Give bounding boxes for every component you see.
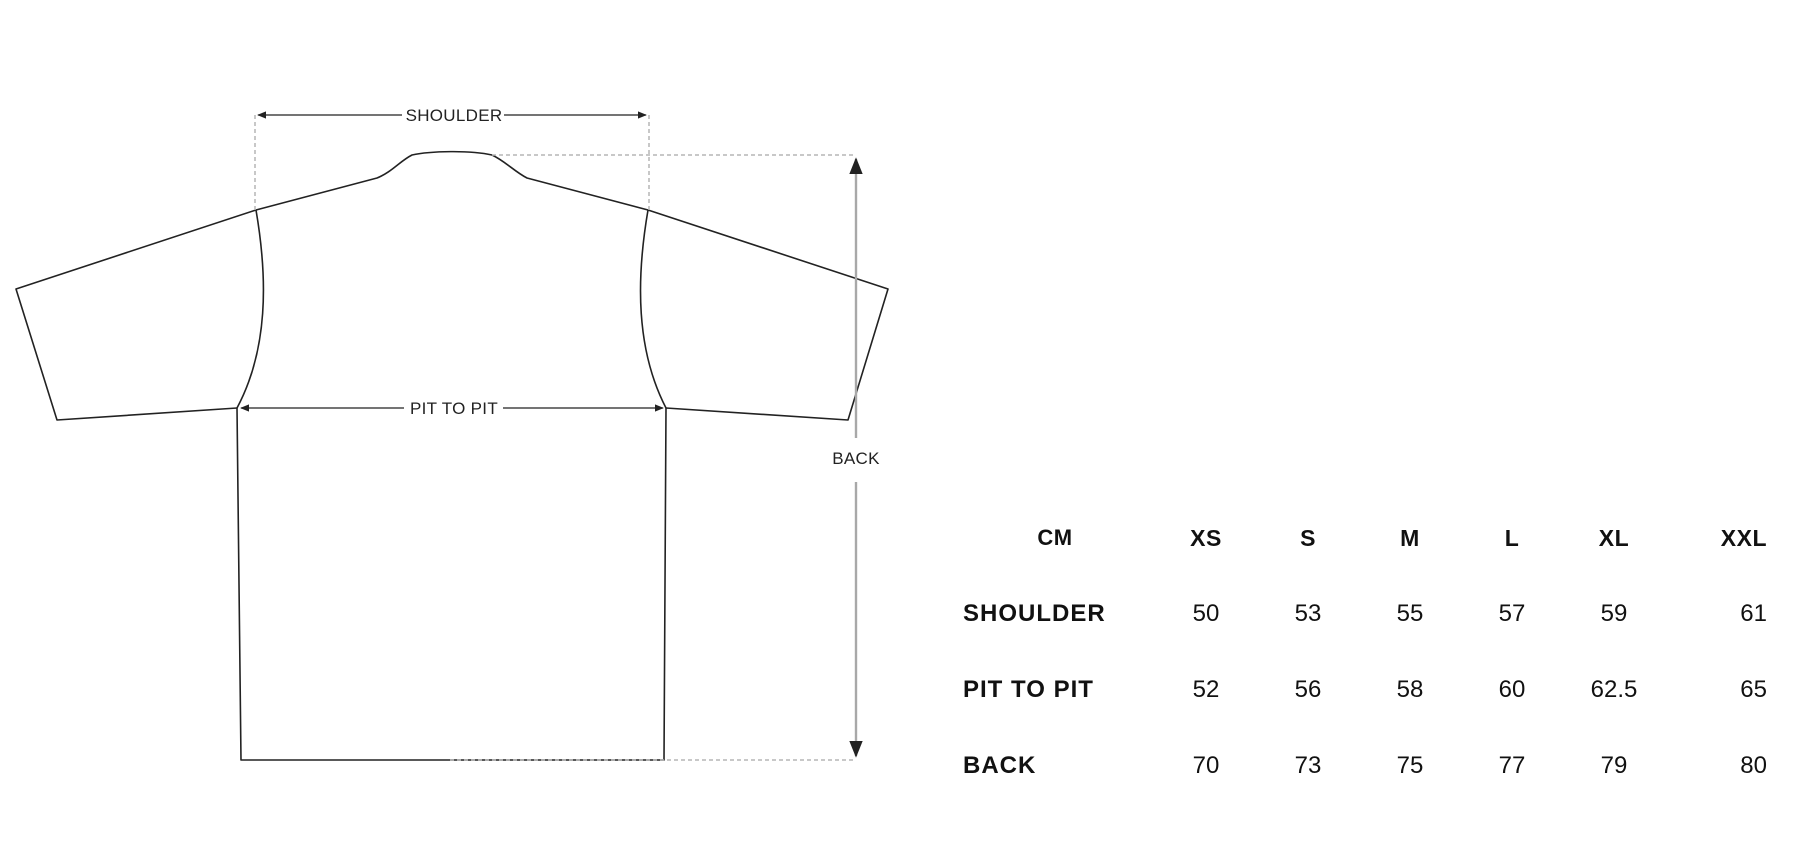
- table-cell: 61: [1740, 600, 1767, 627]
- row-label-pit-to-pit: PIT TO PIT: [963, 676, 1094, 703]
- size-header-l: L: [1504, 524, 1520, 551]
- size-header-xxl: XXL: [1720, 524, 1767, 551]
- shoulder-measure-label: SHOULDER: [406, 106, 503, 125]
- right-sleeve-seam: [639, 209, 667, 409]
- table-cell: 70: [1192, 752, 1220, 779]
- table-cell: 80: [1740, 752, 1767, 779]
- size-header-xs: XS: [1190, 524, 1222, 551]
- unit-label: CM: [1037, 525, 1073, 550]
- left-sleeve-seam: [236, 209, 265, 409]
- size-header-m: M: [1400, 524, 1420, 551]
- table-cell: 55: [1396, 600, 1424, 627]
- table-cell: 77: [1498, 752, 1526, 779]
- size-header-row: CM XS S M L XL XXL: [955, 500, 1767, 576]
- row-label-back: BACK: [963, 752, 1037, 779]
- table-cell: 75: [1396, 752, 1424, 779]
- pit-to-pit-measure-label: PIT TO PIT: [410, 399, 498, 418]
- table-cell: 58: [1396, 676, 1424, 703]
- back-measure-label: BACK: [832, 449, 880, 468]
- table-cell: 53: [1294, 600, 1322, 627]
- table-cell: 59: [1600, 600, 1628, 627]
- table-cell: 56: [1294, 676, 1322, 703]
- table-cell: 73: [1294, 752, 1322, 779]
- table-row-shoulder: SHOULDER 50 53 55 57 59 61: [955, 576, 1767, 652]
- size-chart-table: CM XS S M L XL XXL SHOULDER 50 53 55 57 …: [955, 500, 1767, 804]
- size-header-s: S: [1300, 524, 1316, 551]
- table-cell: 60: [1498, 676, 1526, 703]
- table-cell: 62.5: [1590, 676, 1638, 703]
- tshirt-body-outline: [15, 150, 889, 761]
- table-cell: 65: [1740, 676, 1767, 703]
- table-cell: 79: [1600, 752, 1628, 779]
- row-label-shoulder: SHOULDER: [963, 600, 1106, 627]
- table-row-pit-to-pit: PIT TO PIT 52 56 58 60 62.5 65: [955, 652, 1767, 728]
- table-cell: 50: [1192, 600, 1220, 627]
- size-header-xl: XL: [1598, 524, 1630, 551]
- table-row-back: BACK 70 73 75 77 79 80: [955, 728, 1767, 804]
- table-cell: 57: [1498, 600, 1526, 627]
- table-cell: 52: [1192, 676, 1220, 703]
